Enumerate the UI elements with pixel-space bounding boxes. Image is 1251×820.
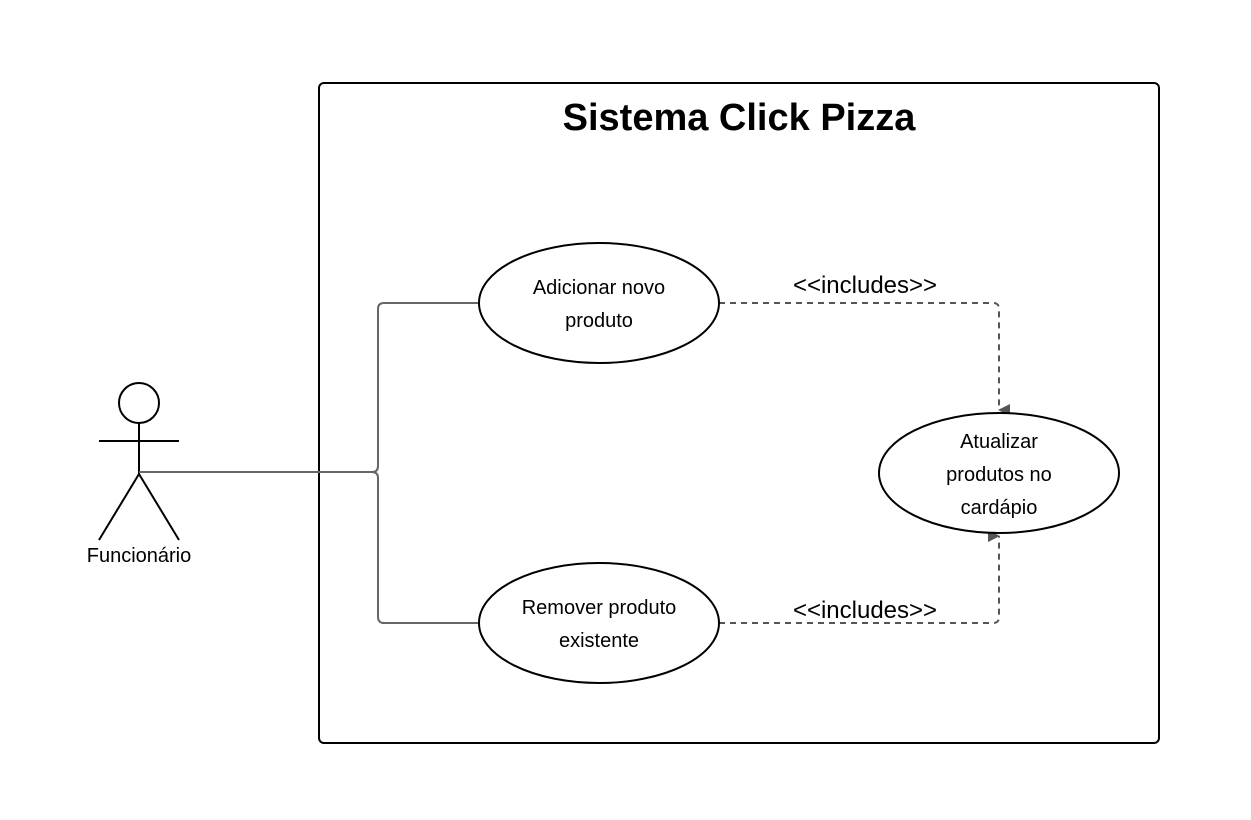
use-case-add-line1: Adicionar novo	[533, 277, 665, 299]
use-case-remove-line1: Remover produto	[522, 597, 677, 619]
use-case-update-line3: cardápio	[961, 497, 1038, 519]
include-add-update	[719, 302, 1010, 416]
use-case-remove-line2: existente	[559, 630, 639, 652]
system-title: Sistema Click Pizza	[563, 97, 917, 139]
use-case-remove-product[interactable]: Remover produto existente	[478, 562, 720, 684]
use-case-update-menu[interactable]: Atualizar produtos no cardápio	[878, 412, 1120, 534]
use-case-add-line2: produto	[565, 310, 633, 332]
include-label-top: <<includes>>	[793, 272, 937, 299]
include-label-bottom: <<includes>>	[793, 597, 937, 624]
actor-right-leg	[138, 473, 180, 541]
actor-left-leg	[98, 473, 140, 541]
actor-funcionario[interactable]: Funcionário	[87, 382, 192, 567]
system-boundary	[318, 82, 1160, 744]
actor-label: Funcionário	[87, 545, 192, 567]
use-case-add-product[interactable]: Adicionar novo produto	[478, 242, 720, 364]
actor-head	[118, 382, 160, 424]
use-case-update-ellipse	[878, 412, 1120, 534]
include-remove-update	[719, 530, 1000, 624]
use-case-remove-ellipse	[478, 562, 720, 684]
use-case-update-line1: Atualizar	[960, 431, 1038, 453]
association-actor-remove	[371, 471, 480, 624]
use-case-add-ellipse	[478, 242, 720, 364]
use-case-update-line2: produtos no	[946, 464, 1052, 486]
